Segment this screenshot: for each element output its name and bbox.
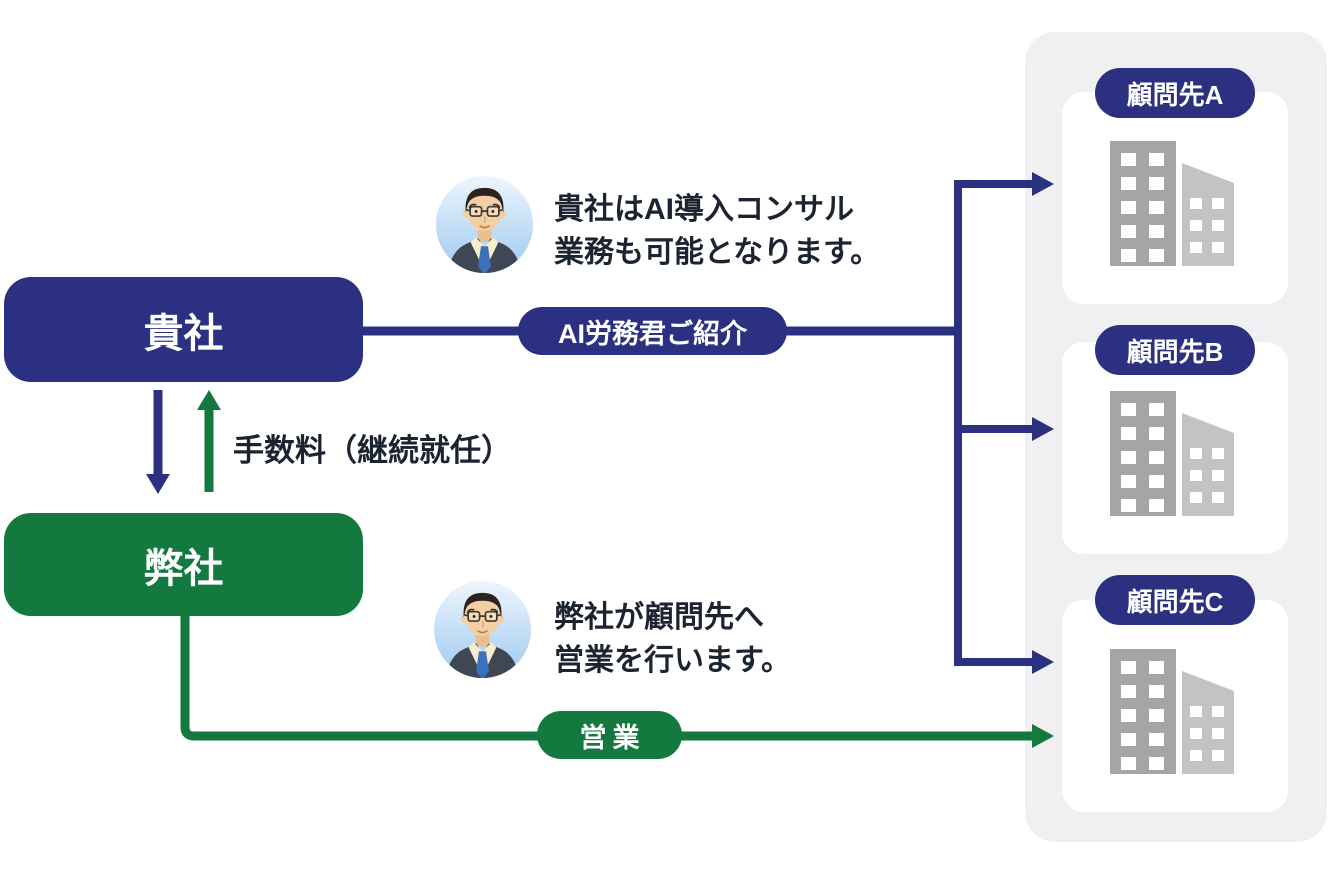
client-label-a: 顧問先A: [1095, 68, 1255, 118]
office-buildings-icon: [1110, 390, 1240, 520]
intro-note-line1: 貴社はAI導入コンサル: [554, 193, 854, 226]
your-company-label: 貴社: [143, 311, 224, 356]
intro-pill: AI労務君ご紹介: [518, 307, 787, 355]
our-company-label: 弊社: [143, 546, 224, 591]
sales-arrowhead: [1032, 724, 1054, 748]
branch-arrowhead-a: [1032, 172, 1054, 196]
consultant-avatar-icon: [433, 580, 532, 679]
client-label-b-text: 顧問先B: [1126, 336, 1224, 367]
intro-pill-text: AI労務君ご紹介: [558, 318, 747, 349]
consultant-avatar-icon: [435, 175, 534, 274]
fee-up-arrow: [197, 390, 221, 492]
intro-note: 貴社はAI導入コンサル 業務も可能となります。: [554, 188, 880, 274]
your-company-box: 貴社: [4, 277, 363, 382]
client-label-c-text: 顧問先C: [1126, 586, 1224, 617]
intro-note-line2: 業務も可能となります。: [554, 236, 881, 269]
sales-connector: [180, 614, 1054, 748]
client-label-a-text: 顧問先A: [1126, 79, 1224, 110]
office-buildings-icon: [1110, 140, 1240, 270]
sales-note: 弊社が顧問先へ 営業を行います。: [554, 596, 791, 682]
client-label-b: 顧問先B: [1095, 325, 1255, 375]
fee-label: 手数料（継続就任）: [233, 433, 512, 468]
sales-note-line1: 弊社が顧問先へ: [554, 601, 764, 634]
client-label-c: 顧問先C: [1095, 575, 1255, 625]
branch-arrowhead-c: [1032, 650, 1054, 674]
sales-pill: 営業: [537, 711, 682, 759]
our-company-box: 弊社: [4, 513, 363, 616]
sales-pill-text: 営業: [579, 722, 646, 753]
branch-arrowhead-b: [1032, 417, 1054, 441]
sales-note-line2: 営業を行います。: [554, 644, 791, 677]
fee-down-arrow: [146, 390, 170, 494]
office-buildings-icon: [1110, 648, 1240, 778]
